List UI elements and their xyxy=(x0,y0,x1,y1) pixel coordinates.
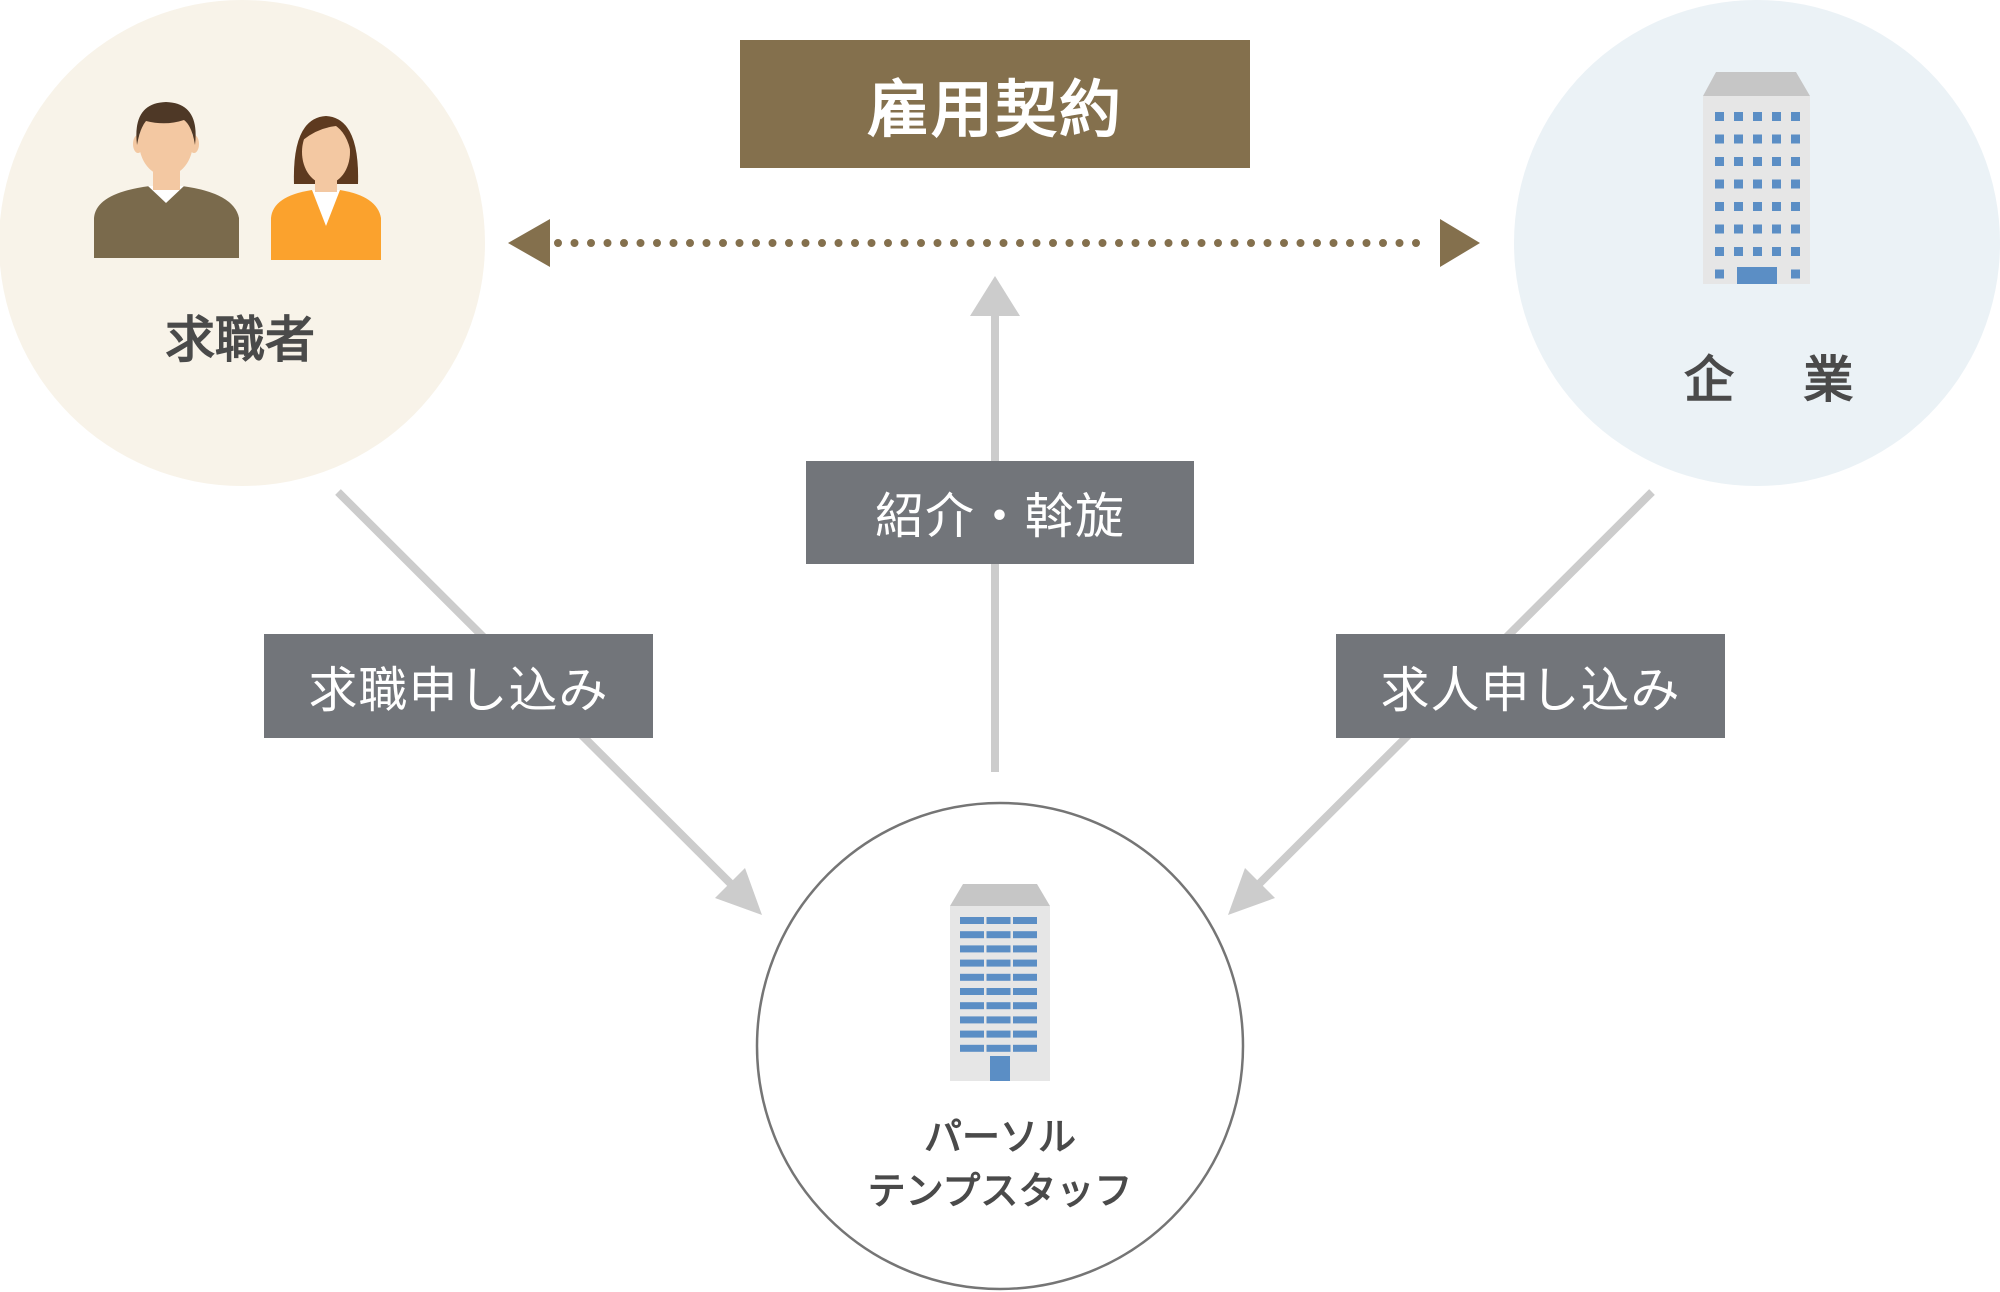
window xyxy=(960,931,984,939)
employment-contract-label: 雇用契約 xyxy=(740,40,1250,168)
window xyxy=(1772,224,1781,234)
window xyxy=(1013,1044,1037,1052)
window xyxy=(1734,224,1743,234)
window xyxy=(1734,247,1743,256)
window xyxy=(1791,269,1800,279)
window xyxy=(1715,157,1724,166)
window xyxy=(1013,988,1037,995)
contract-arrowhead-right xyxy=(1440,219,1480,267)
window xyxy=(1715,202,1724,211)
company-building-icon xyxy=(1703,72,1810,284)
introduction-label: 紹介・斡旋 xyxy=(806,461,1194,564)
window xyxy=(1734,202,1743,211)
introduction-arrowhead xyxy=(970,276,1020,316)
window xyxy=(1734,179,1743,189)
window xyxy=(1734,157,1743,166)
window xyxy=(986,931,1011,939)
window xyxy=(960,1016,984,1024)
window xyxy=(986,1016,1011,1024)
window xyxy=(1753,112,1762,121)
window xyxy=(960,1044,984,1052)
window xyxy=(986,988,1011,995)
window xyxy=(1791,134,1800,144)
window xyxy=(1715,224,1724,234)
window xyxy=(960,945,984,953)
window xyxy=(960,1030,984,1038)
window xyxy=(1734,112,1743,121)
window xyxy=(1753,134,1762,144)
window xyxy=(986,1030,1011,1038)
window xyxy=(1715,247,1724,256)
window xyxy=(1772,134,1781,144)
window xyxy=(960,1002,984,1010)
window xyxy=(960,959,984,967)
company-application-arrowhead xyxy=(1228,868,1275,915)
window xyxy=(986,917,1011,924)
job-seeker-label: 求職者 xyxy=(165,311,315,369)
window xyxy=(1753,157,1762,166)
window xyxy=(1715,112,1724,121)
company-application-label: 求人申し込み xyxy=(1336,634,1725,738)
window xyxy=(1013,931,1037,939)
window xyxy=(1715,269,1724,279)
contract-arrowhead-left xyxy=(508,219,550,267)
window xyxy=(1791,112,1800,121)
job-seeker-circle xyxy=(0,0,485,486)
window xyxy=(1772,112,1781,121)
woman-icon xyxy=(271,116,381,260)
window xyxy=(1791,247,1800,256)
window xyxy=(986,945,1011,953)
window xyxy=(1753,247,1762,256)
window xyxy=(986,1002,1011,1010)
window xyxy=(1013,959,1037,967)
window xyxy=(1753,179,1762,189)
window xyxy=(1791,202,1800,211)
agency-label-line2: テンプスタッフ xyxy=(867,1169,1133,1213)
window xyxy=(1791,157,1800,166)
job-seeker-application-arrowhead xyxy=(715,868,762,915)
window xyxy=(1013,973,1037,981)
man-icon xyxy=(94,102,239,258)
window xyxy=(1772,179,1781,189)
window xyxy=(986,1044,1011,1052)
agency-label-line1: パーソル xyxy=(923,1115,1076,1159)
window xyxy=(960,973,984,981)
agency-building-icon xyxy=(950,884,1050,1081)
window xyxy=(1715,179,1724,189)
company-label: 企 業 xyxy=(1684,351,1880,409)
window xyxy=(1734,134,1743,144)
window xyxy=(960,917,984,924)
window xyxy=(1772,157,1781,166)
window xyxy=(1791,179,1800,189)
window xyxy=(1013,917,1037,924)
window xyxy=(986,959,1011,967)
window xyxy=(1791,224,1800,234)
contract-arrow xyxy=(508,219,1480,267)
job-seeker-application-label: 求職申し込み xyxy=(264,634,653,738)
window xyxy=(1753,202,1762,211)
window xyxy=(1013,1016,1037,1024)
window xyxy=(960,988,984,995)
agency-label: パーソル テンプスタッフ xyxy=(800,1110,1200,1218)
window xyxy=(1772,247,1781,256)
window xyxy=(986,973,1011,981)
window xyxy=(1013,1030,1037,1038)
window xyxy=(1715,134,1724,144)
window xyxy=(1753,224,1762,234)
window xyxy=(1013,1002,1037,1010)
window xyxy=(1772,202,1781,211)
window xyxy=(1013,945,1037,953)
